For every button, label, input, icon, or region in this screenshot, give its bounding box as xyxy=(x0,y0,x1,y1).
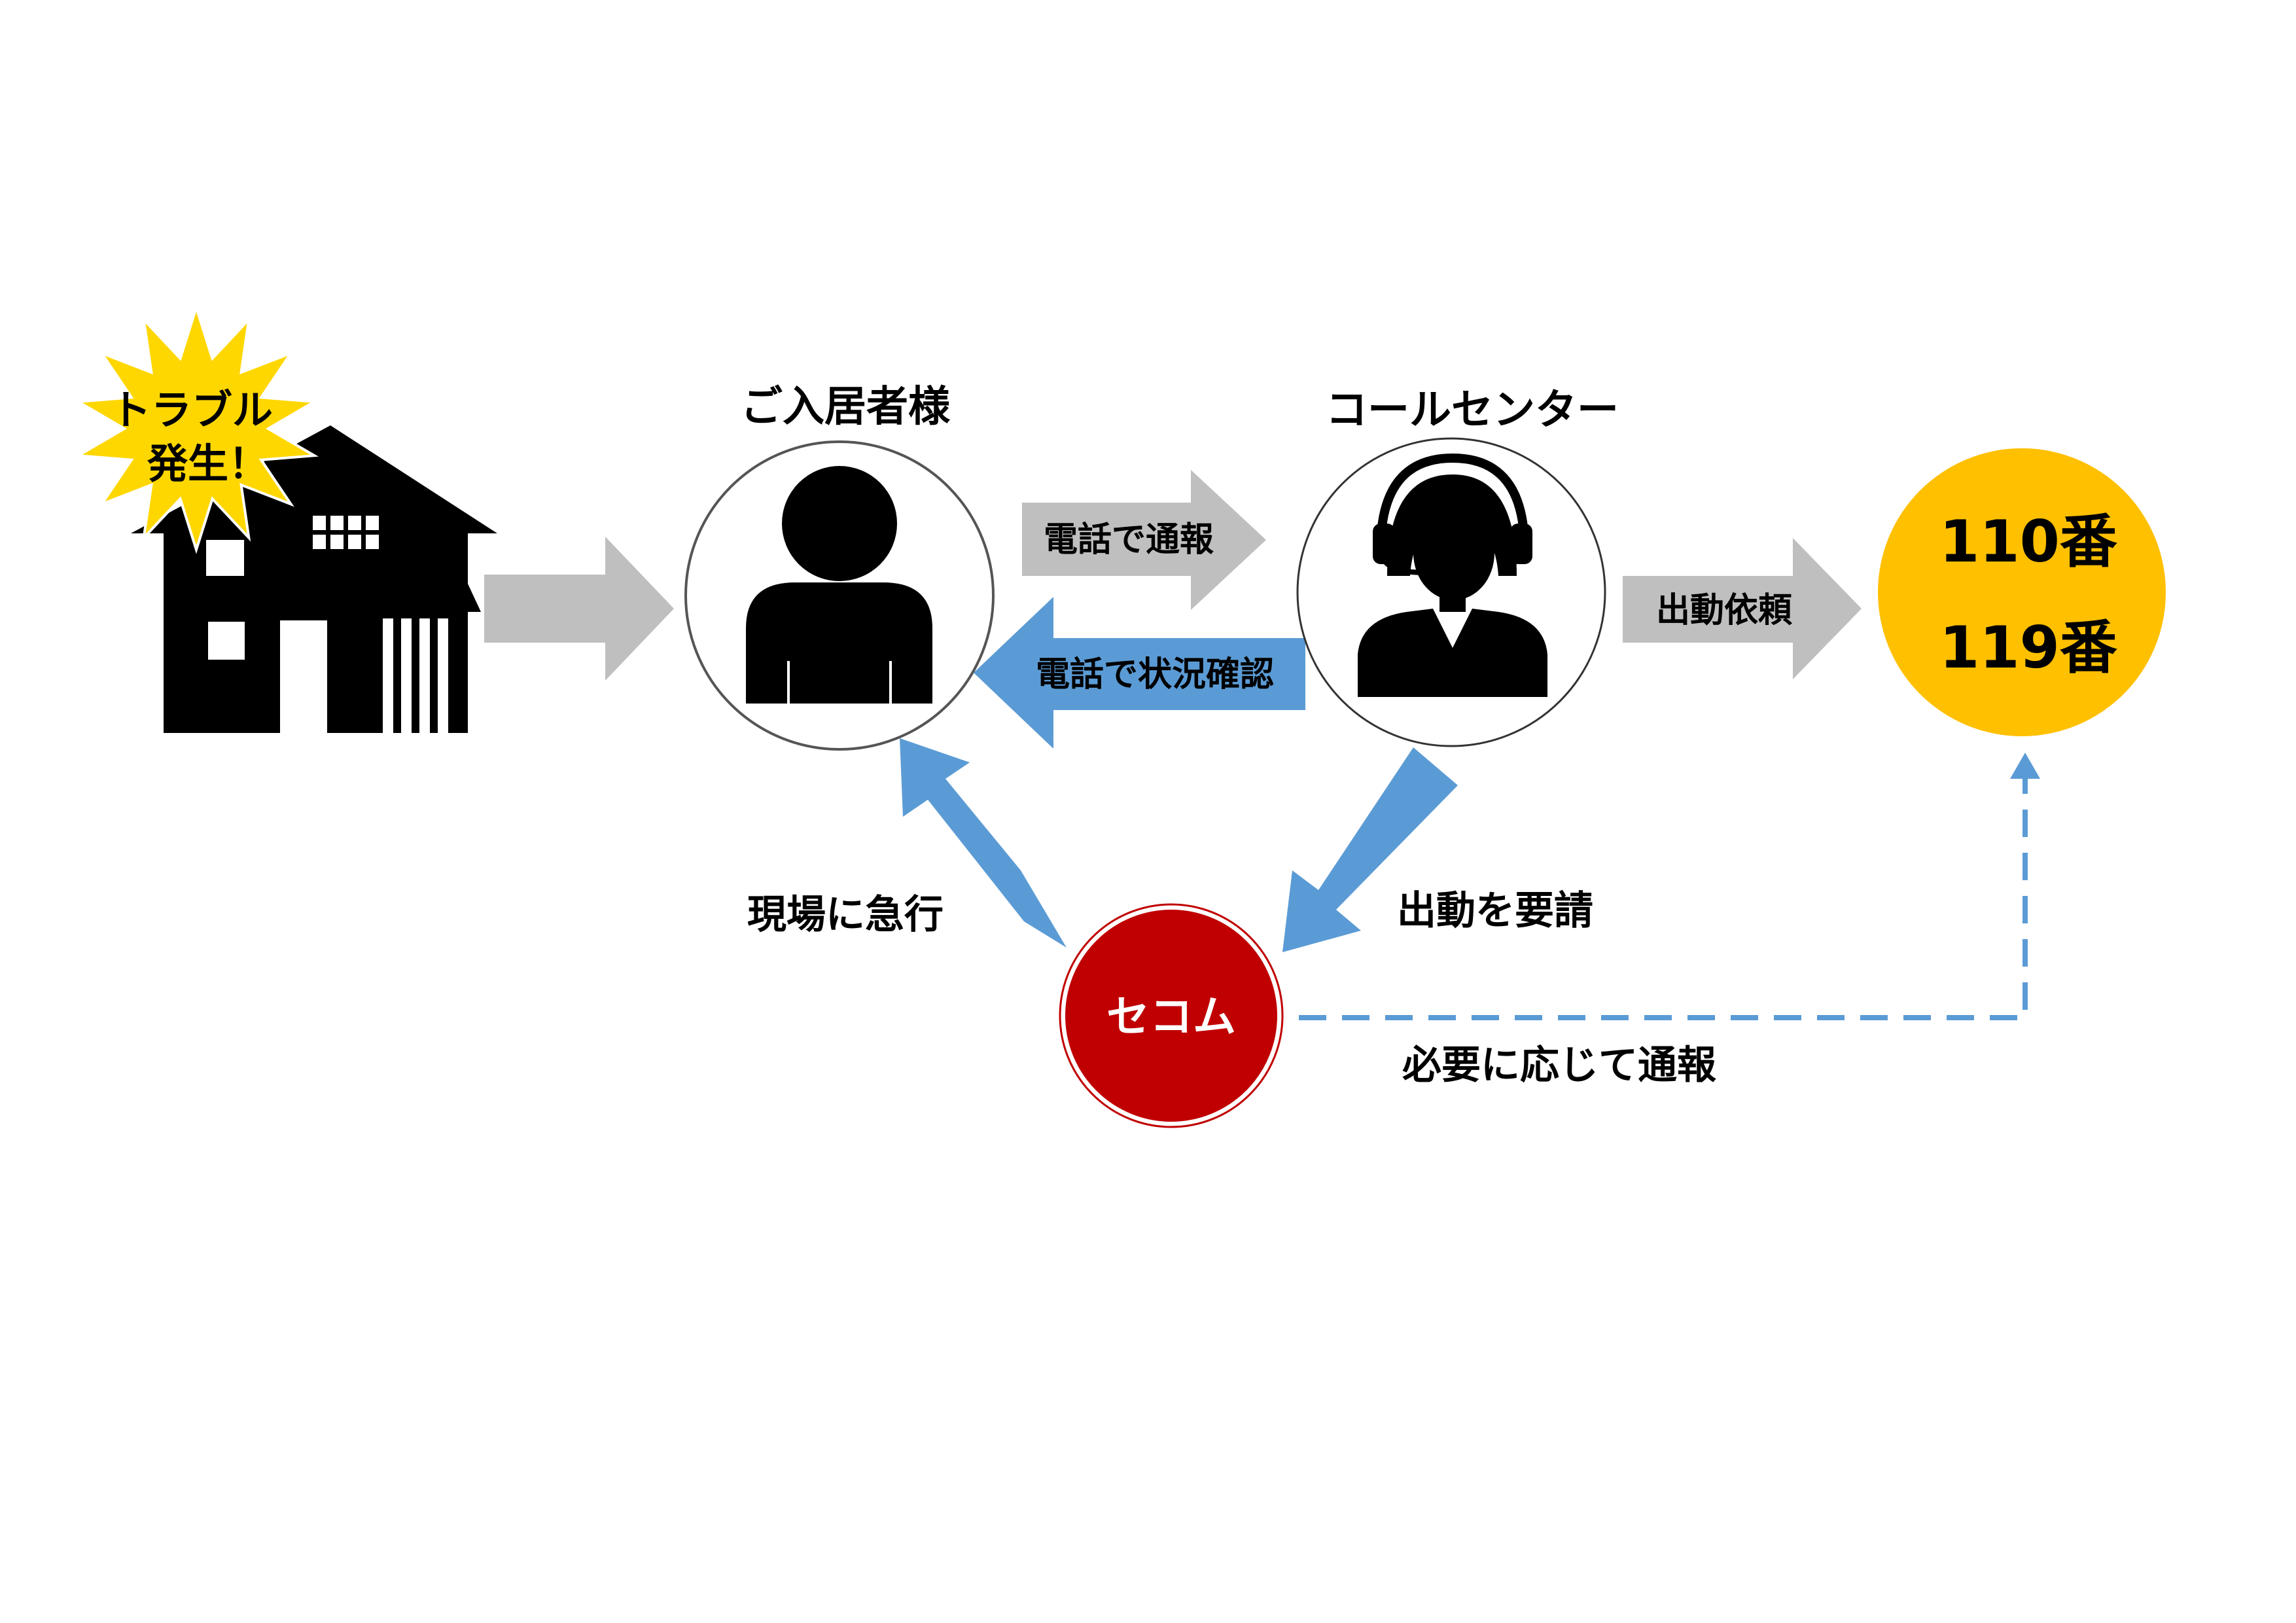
arrow-house-to-resident xyxy=(484,537,674,681)
arrow-rush-to-site xyxy=(900,738,1067,948)
call-center-title: コールセンター xyxy=(1326,386,1619,435)
police-number-label: 110番 xyxy=(1939,508,2117,575)
report-by-phone-label: 電話で通報 xyxy=(1044,520,1214,560)
report-if-needed-label: 必要に応じて通報 xyxy=(1402,1043,1716,1088)
trouble-line1-label: トラブル xyxy=(111,386,273,434)
request-dispatch-label: 出動を要請 xyxy=(1397,888,1593,934)
dashed-arrowhead xyxy=(2010,753,2040,779)
arrow-request-dispatch xyxy=(1282,747,1458,952)
dashed-line-report-if-needed xyxy=(1299,774,2028,1020)
fire-number-label: 119番 xyxy=(1939,614,2117,681)
confirm-by-phone-label: 電話で状況確認 xyxy=(1036,655,1274,694)
resident-title: ご入居者様 xyxy=(741,383,951,431)
dispatch-request-label: 出動依頼 xyxy=(1656,591,1793,630)
person-icon xyxy=(746,466,932,704)
secom-circle xyxy=(1061,906,1281,1126)
secom-label: セコム xyxy=(1106,991,1236,1042)
emergency-circle xyxy=(1878,448,2166,736)
arrow-confirm-by-phone xyxy=(974,597,1305,749)
arrow-report-by-phone xyxy=(1022,470,1266,610)
arrow-dispatch-request xyxy=(1623,538,1862,679)
starburst-icon xyxy=(74,303,319,554)
trouble-line2-label: 発生！ xyxy=(147,440,269,488)
rush-to-site-label: 現場に急行 xyxy=(747,892,944,938)
headset-operator-icon xyxy=(1358,453,1547,697)
